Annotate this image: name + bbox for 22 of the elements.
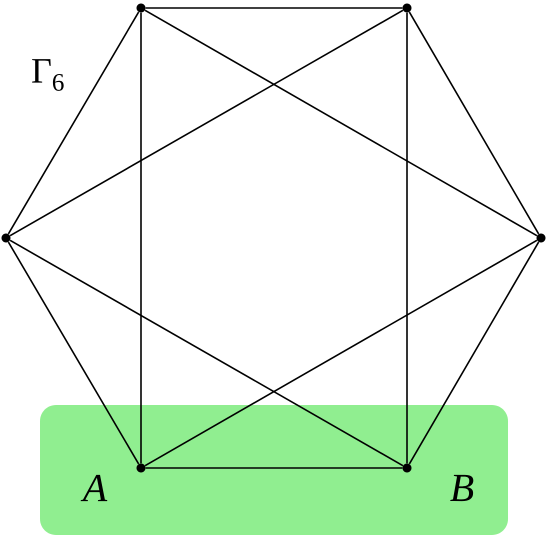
graph-edge: [408, 12, 540, 234]
vertex-dot: [2, 234, 10, 242]
vertex-label: B: [450, 474, 474, 502]
vertex-dot: [536, 234, 546, 242]
vertex-dot: [136, 4, 146, 12]
graph-edge: [408, 242, 540, 464]
graph-name: Γ$_{6}$: [32, 59, 64, 91]
graph-edge: [8, 242, 140, 464]
vertex-dot: [402, 4, 412, 12]
graph-edge: [146, 7, 402, 9]
graph-edge: [140, 12, 142, 464]
graph-edge: [8, 12, 140, 234]
graph-edge: [10, 240, 404, 466]
graph-edge: [144, 10, 538, 236]
vertex-label: A: [80, 474, 108, 502]
vertex-dot: [402, 464, 412, 472]
graph-edge: [406, 12, 408, 464]
vertex-dot: [136, 464, 146, 472]
highlight-band: [40, 405, 508, 535]
graph-edge: [144, 240, 538, 466]
graph-edge: [10, 10, 404, 236]
graph-edge: [146, 467, 402, 469]
